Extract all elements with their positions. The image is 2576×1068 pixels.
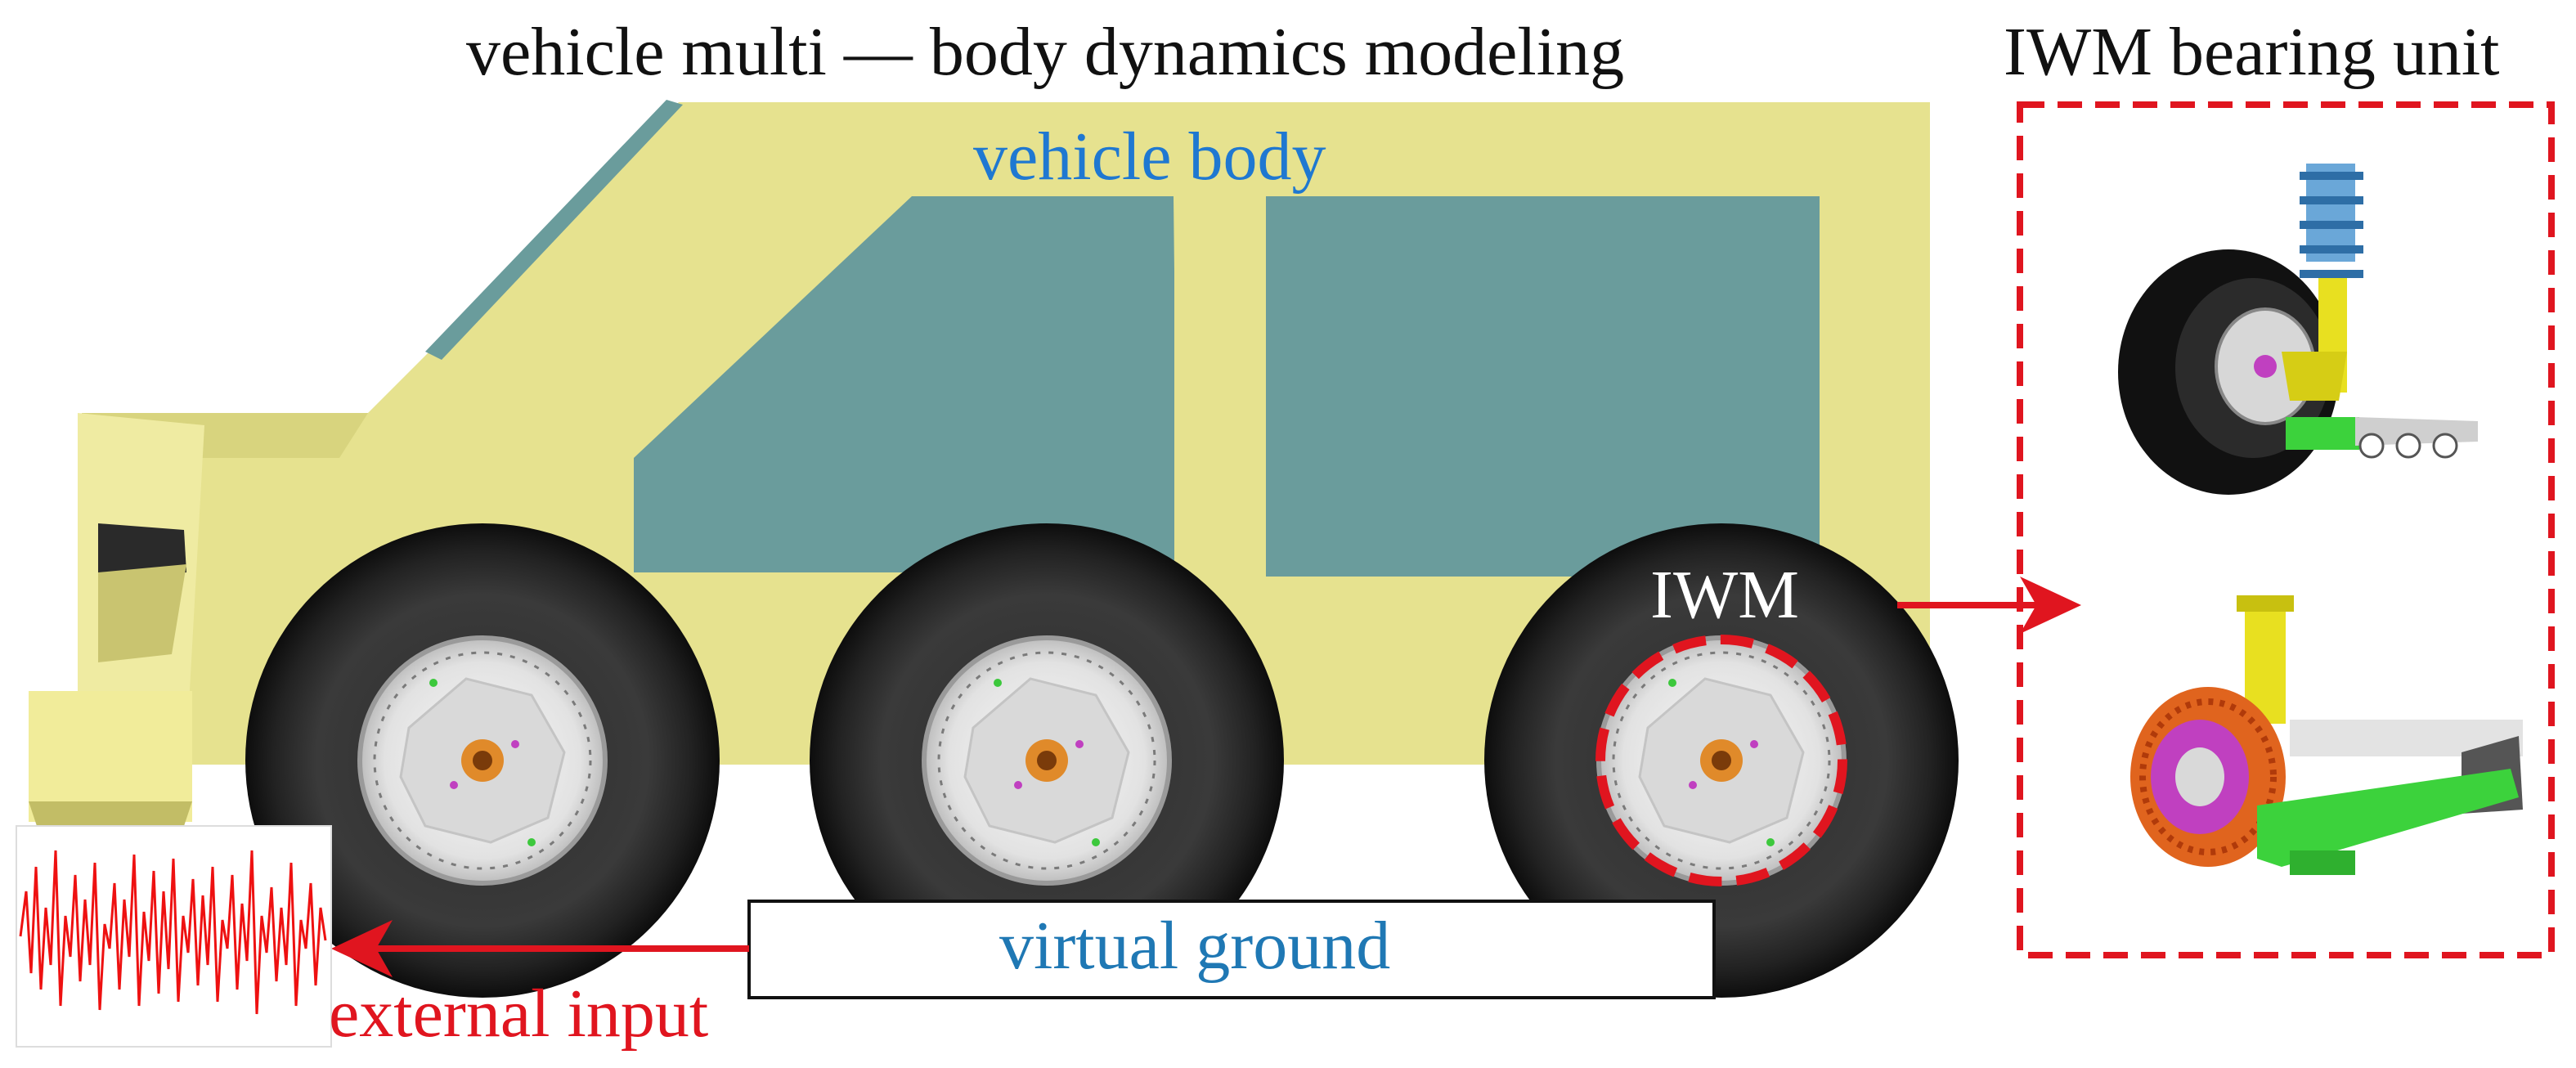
- virtual-ground-label: virtual ground: [999, 908, 1391, 984]
- front-window: [634, 196, 1178, 572]
- diagram-title: vehicle multi — body dynamics modeling: [466, 14, 1625, 90]
- vehicle-body-label: vehicle body: [973, 119, 1326, 195]
- arrow-icon: [331, 920, 749, 977]
- iwm-highlight-circle: [1595, 635, 1847, 886]
- bearing-unit-box: [2017, 101, 2555, 958]
- signal-waveform-icon: [16, 825, 332, 1048]
- bearing-unit-title: IWM bearing unit: [2004, 14, 2500, 90]
- iwm-label: IWM: [1650, 557, 1799, 633]
- suspension-icon: [2118, 164, 2478, 495]
- motor-assembly-icon: [2130, 595, 2523, 875]
- rear-window: [1266, 196, 1820, 577]
- external-input-label: external input: [329, 976, 709, 1052]
